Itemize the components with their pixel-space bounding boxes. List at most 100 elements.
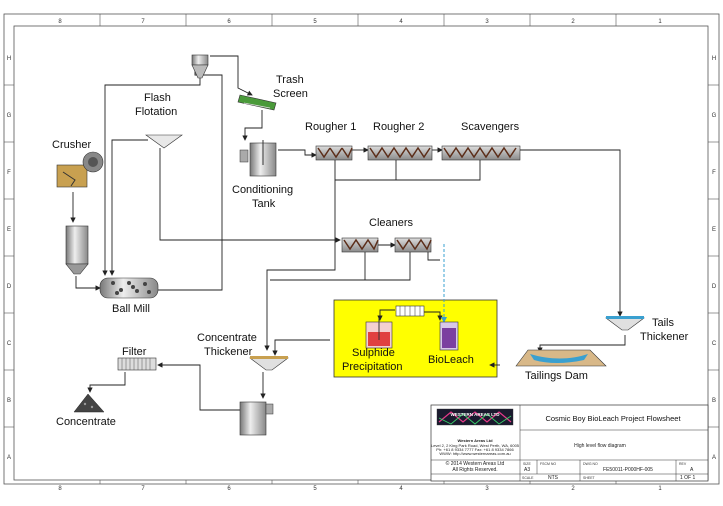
tailings-dam: [515, 349, 607, 367]
rougher-2-label: Rougher 2: [373, 121, 424, 133]
drawing-title: Cosmic Boy BioLeach Project Flowsheet: [545, 414, 681, 423]
flash-flotation-label: Flash: [144, 92, 171, 104]
col-label: 7: [141, 19, 145, 25]
flash-flotation-cell: [145, 134, 183, 149]
scale-label: SCALE: [522, 476, 534, 480]
row-label: D: [712, 284, 717, 290]
conditioning-tank-label: Tank: [252, 198, 276, 210]
bioleach-label: BioLeach: [428, 354, 474, 366]
rougher-1-label: Rougher 1: [305, 121, 356, 133]
tails-thickener-label: Tails: [652, 317, 675, 329]
flash-flotation-label: Flotation: [135, 106, 177, 118]
row-label: E: [7, 227, 11, 233]
heat-exchanger: [395, 305, 425, 317]
company-address: Level 2, 2 King Park Road, West Perth, W…: [431, 443, 520, 448]
col-label: 5: [313, 486, 317, 492]
concentrate-label: Concentrate: [56, 416, 116, 428]
concentrate-thickener-label: Thickener: [204, 346, 253, 358]
surge-bin: [65, 225, 89, 275]
sulphide-precipitation-label: Sulphide: [352, 347, 395, 359]
dwg-value: FE50011-P000HF-005: [603, 467, 653, 473]
col-label: 1: [658, 486, 662, 492]
bioleach-tank: [439, 321, 459, 351]
cleaners-label: Cleaners: [369, 217, 414, 229]
conditioning-tank-label: Conditioning: [232, 184, 293, 196]
company-name: Western Areas Ltd: [457, 438, 493, 443]
ball-mill-label: Ball Mill: [112, 303, 150, 315]
col-label: 8: [58, 19, 62, 25]
row-label: E: [712, 227, 716, 233]
tails-thickener: [605, 316, 645, 331]
company-logo: [436, 408, 514, 426]
concentrate-pile: [73, 393, 105, 413]
col-label: 4: [399, 486, 403, 492]
rougher-2-cells: [367, 145, 433, 161]
col-label: 6: [227, 486, 231, 492]
concentrate-thickener: [249, 356, 289, 371]
company-web: WWW: http://www.westernareas.com.au: [439, 451, 510, 456]
drawing-border: 8 7 6 5 4 3 2 1 8 7 6 5 4 3 2 1 H G F E …: [3, 13, 720, 492]
row-label: F: [7, 170, 11, 176]
sulphide-precipitation-tank: [365, 318, 393, 349]
rev-label: REV: [679, 462, 687, 466]
col-label: 3: [485, 19, 489, 25]
col-label: 7: [141, 486, 145, 492]
filter-label: Filter: [122, 346, 147, 358]
row-label: D: [7, 284, 12, 290]
col-label: 5: [313, 19, 317, 25]
scavengers-label: Scavengers: [461, 121, 520, 133]
conditioning-tank: [239, 140, 277, 177]
row-label: H: [712, 56, 716, 62]
concentrate-thickener-label: Concentrate: [197, 332, 257, 344]
col-label: 2: [571, 486, 575, 492]
rougher-1-cells: [315, 145, 353, 161]
sulphide-precipitation-label: Precipitation: [342, 361, 403, 373]
col-label: 1: [658, 19, 662, 25]
row-label: B: [7, 398, 11, 404]
trash-screen: [237, 94, 277, 111]
ball-mill: [99, 277, 159, 299]
row-label: F: [712, 170, 716, 176]
col-label: 8: [58, 486, 62, 492]
trash-screen-label: Screen: [273, 88, 308, 100]
scavenger-cells: [441, 145, 521, 161]
filter-feed-tank: [239, 401, 274, 436]
col-label: 6: [227, 19, 231, 25]
col-label: 4: [399, 19, 403, 25]
rights-text: All Rights Reserved.: [452, 467, 497, 473]
row-label: A: [712, 455, 716, 461]
row-label: C: [7, 341, 12, 347]
fscm-label: FSCM NO: [540, 462, 556, 466]
crusher-equipment: [56, 151, 104, 188]
cyclone: [191, 54, 209, 79]
row-label: B: [712, 398, 716, 404]
row-label: G: [7, 113, 12, 119]
scale-value: NTS: [548, 475, 559, 481]
filter-press: [117, 357, 157, 371]
drawing-subtitle: High level flow diagram: [574, 443, 626, 449]
tailings-dam-label: Tailings Dam: [525, 370, 588, 382]
logo-text: WESTERN AREAS LTD: [451, 412, 501, 417]
row-label: C: [712, 341, 717, 347]
sheet-value: 1 OF 1: [680, 475, 696, 481]
copyright-text: © 2014 Western Areas Ltd: [446, 460, 505, 467]
col-label: 3: [485, 486, 489, 492]
row-label: H: [7, 56, 11, 62]
company-phone: Ph: +61 8 9334 7777 Fax: +61 8 9334 7866: [436, 447, 514, 452]
size-label: SIZE: [523, 462, 531, 466]
title-block: WESTERN AREAS LTD Western Areas Ltd Leve…: [430, 404, 709, 482]
size-value: A3: [524, 467, 530, 473]
col-label: 2: [571, 19, 575, 25]
row-label: G: [712, 113, 717, 119]
rev-value: A: [690, 467, 694, 473]
sheet-label: SHEET: [583, 476, 596, 480]
tails-thickener-label: Thickener: [640, 331, 689, 343]
trash-screen-label: Trash: [276, 74, 304, 86]
crusher-label: Crusher: [52, 139, 91, 151]
process-lines: [70, 55, 626, 411]
row-label: A: [7, 455, 11, 461]
dwg-label: DWG NO: [583, 462, 598, 466]
cleaner-cells: [341, 237, 432, 253]
